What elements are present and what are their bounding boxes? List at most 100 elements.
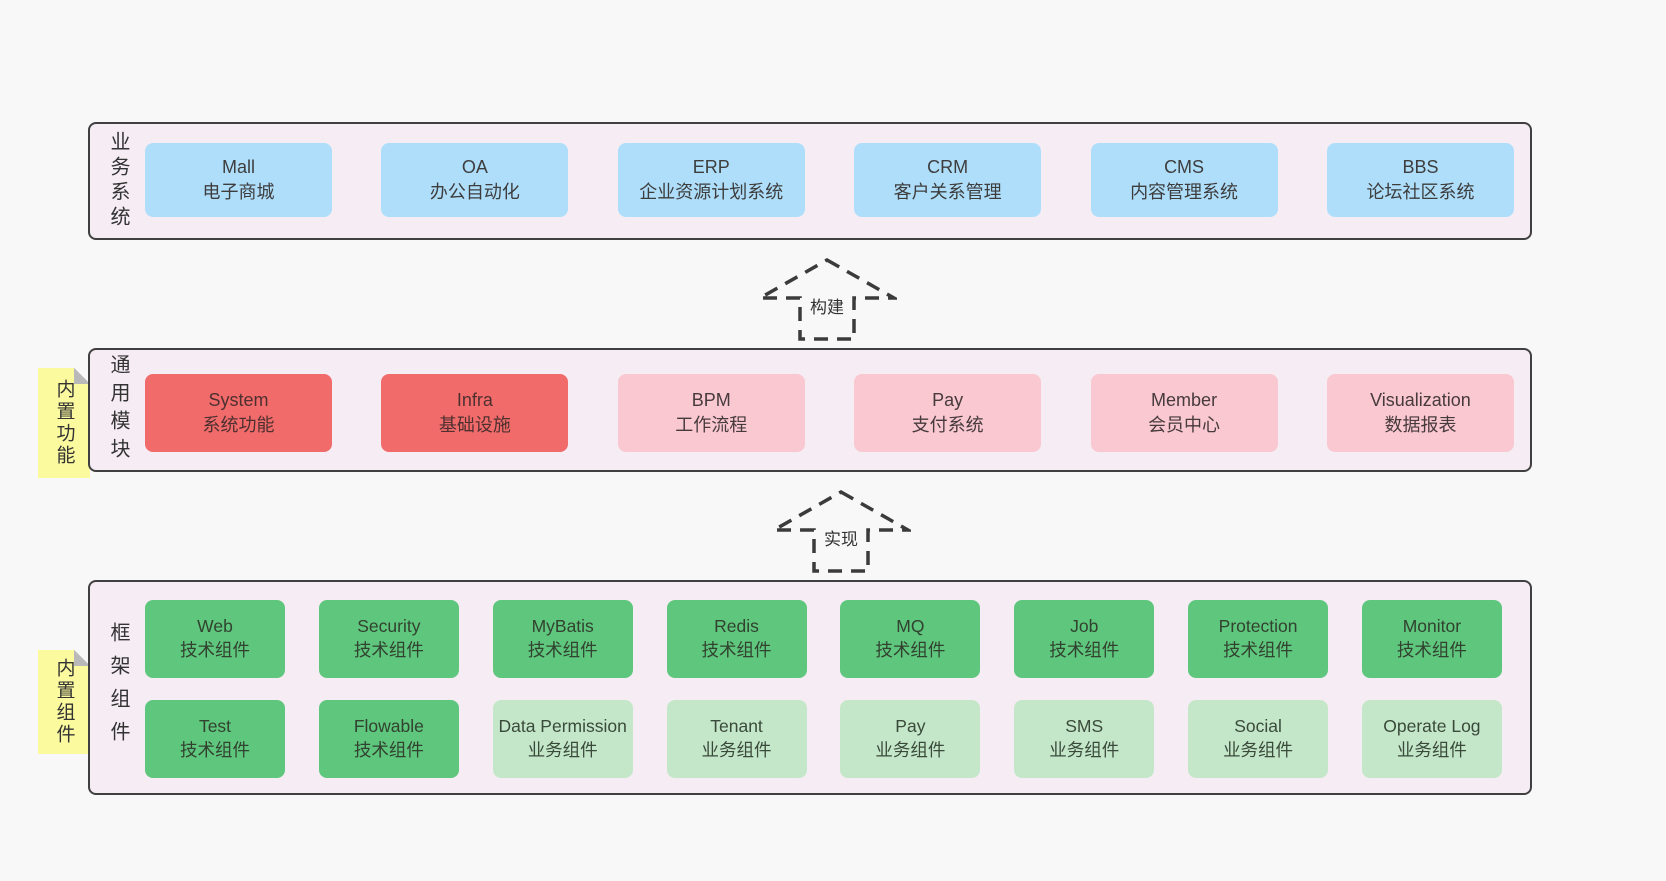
box-bpm: BPM 工作流程 — [617, 374, 805, 452]
box-tenant: Tenant 业务组件 — [666, 700, 807, 778]
sticky-note-builtin-components: 内置组件 — [38, 650, 90, 754]
box-cms: CMS 内容管理系统 — [1090, 143, 1278, 217]
box-title: Operate Log — [1383, 716, 1481, 737]
box-pay: Pay 支付系统 — [854, 374, 1042, 452]
box-member: Member 会员中心 — [1090, 374, 1278, 452]
box-visualization: Visualization 数据报表 — [1326, 374, 1514, 452]
box-subtitle: 论坛社区系统 — [1366, 182, 1475, 202]
sticky-label: 内置功能 — [53, 379, 75, 467]
box-title: SMS — [1065, 716, 1104, 737]
framework-box-row-2: Test 技术组件 Flowable 技术组件 Data Permission … — [145, 700, 1502, 778]
box-web: Web 技术组件 — [145, 600, 285, 678]
business-box-row: Mall 电子商城 OA 办公自动化 ERP 企业资源计划系统 CRM 客户关系… — [145, 143, 1514, 217]
box-infra: Infra 基础设施 — [381, 374, 569, 452]
arrow-build: 构建 — [757, 257, 897, 342]
sticky-label: 内置组件 — [53, 658, 75, 746]
box-title: CRM — [927, 156, 969, 177]
box-subtitle: 技术组件 — [875, 640, 946, 660]
box-mybatis: MyBatis 技术组件 — [492, 600, 633, 678]
box-title: Data Permission — [498, 716, 627, 737]
layer-label-modules: 通用模块 — [107, 354, 129, 466]
box-subtitle: 技术组件 — [1049, 640, 1120, 660]
layer-label-framework: 框架组件 — [107, 621, 129, 754]
layer-framework-components: 框架组件 Web 技术组件 Security 技术组件 MyBatis 技术组件… — [88, 580, 1532, 795]
box-subtitle: 基础设施 — [438, 415, 511, 435]
box-erp: ERP 企业资源计划系统 — [617, 143, 805, 217]
framework-box-row-1: Web 技术组件 Security 技术组件 MyBatis 技术组件 Redi… — [145, 600, 1502, 678]
box-job: Job 技术组件 — [1014, 600, 1155, 678]
box-title: MQ — [896, 616, 925, 637]
box-subtitle: 电子商城 — [202, 182, 275, 202]
box-subtitle: 业务组件 — [1049, 740, 1120, 760]
box-redis: Redis 技术组件 — [666, 600, 807, 678]
box-subtitle: 技术组件 — [180, 740, 250, 760]
up-arrow-icon — [771, 489, 911, 573]
box-security: Security 技术组件 — [318, 600, 459, 678]
box-subtitle: 业务组件 — [1223, 740, 1294, 760]
box-title: Infra — [456, 389, 493, 410]
box-system: System 系统功能 — [145, 374, 332, 452]
arrow-implement-label: 实现 — [822, 525, 860, 550]
folded-corner-icon — [74, 650, 90, 666]
box-monitor: Monitor 技术组件 — [1361, 600, 1502, 678]
box-subtitle: 系统功能 — [202, 415, 275, 435]
box-title: OA — [461, 156, 488, 177]
box-title: Flowable — [353, 716, 424, 737]
box-subtitle: 支付系统 — [911, 415, 984, 435]
box-subtitle: 业务组件 — [701, 740, 772, 760]
up-arrow-icon — [757, 257, 897, 341]
box-subtitle: 技术组件 — [701, 640, 772, 660]
box-title: MyBatis — [531, 616, 594, 637]
box-title: BBS — [1402, 156, 1439, 177]
box-data-permission: Data Permission 业务组件 — [492, 700, 633, 778]
box-subtitle: 技术组件 — [527, 640, 598, 660]
arrow-implement: 实现 — [771, 489, 911, 574]
box-test: Test 技术组件 — [145, 700, 285, 778]
box-title: Test — [198, 716, 232, 737]
layer-business-systems: 业务系统 Mall 电子商城 OA 办公自动化 ERP 企业资源计划系统 CRM… — [88, 122, 1532, 240]
modules-box-row: System 系统功能 Infra 基础设施 BPM 工作流程 Pay 支付系统… — [145, 374, 1514, 452]
box-subtitle: 办公自动化 — [429, 182, 520, 202]
box-subtitle: 技术组件 — [353, 740, 424, 760]
box-title: Security — [357, 616, 421, 637]
box-subtitle: 业务组件 — [527, 740, 598, 760]
box-title: Member — [1151, 389, 1218, 410]
box-title: Web — [197, 616, 233, 637]
box-mq: MQ 技术组件 — [840, 600, 981, 678]
box-mall: Mall 电子商城 — [145, 143, 332, 217]
box-subtitle: 客户关系管理 — [893, 182, 1002, 202]
box-crm: CRM 客户关系管理 — [854, 143, 1042, 217]
box-title: System — [208, 389, 269, 410]
box-operate-log: Operate Log 业务组件 — [1361, 700, 1502, 778]
folded-corner-icon — [74, 368, 90, 384]
box-flowable: Flowable 技术组件 — [318, 700, 459, 778]
box-title: Social — [1234, 716, 1282, 737]
box-subtitle: 工作流程 — [675, 415, 748, 435]
box-title: Mall — [221, 156, 255, 177]
box-title: Protection — [1218, 616, 1298, 637]
sticky-note-builtin-features: 内置功能 — [38, 368, 90, 478]
box-title: Pay — [932, 389, 964, 410]
box-subtitle: 企业资源计划系统 — [639, 182, 784, 202]
box-subtitle: 技术组件 — [1396, 640, 1467, 660]
layer-label-business: 业务系统 — [107, 131, 129, 231]
box-title: Job — [1070, 616, 1099, 637]
layer-common-modules: 通用模块 System 系统功能 Infra 基础设施 BPM 工作流程 Pay… — [88, 348, 1532, 472]
box-subtitle: 技术组件 — [353, 640, 424, 660]
box-subtitle: 技术组件 — [1223, 640, 1294, 660]
box-title: Visualization — [1370, 389, 1471, 410]
box-title: Tenant — [710, 716, 763, 737]
box-subtitle: 数据报表 — [1384, 415, 1457, 435]
box-title: BPM — [691, 389, 731, 410]
arrow-build-label: 构建 — [808, 293, 846, 318]
box-subtitle: 技术组件 — [180, 640, 250, 660]
box-pay-biz: Pay 业务组件 — [840, 700, 981, 778]
box-subtitle: 业务组件 — [1396, 740, 1467, 760]
box-title: ERP — [692, 156, 730, 177]
box-oa: OA 办公自动化 — [381, 143, 569, 217]
box-subtitle: 会员中心 — [1148, 415, 1221, 435]
box-subtitle: 业务组件 — [875, 740, 946, 760]
box-title: Monitor — [1402, 616, 1462, 637]
box-title: Redis — [714, 616, 759, 637]
